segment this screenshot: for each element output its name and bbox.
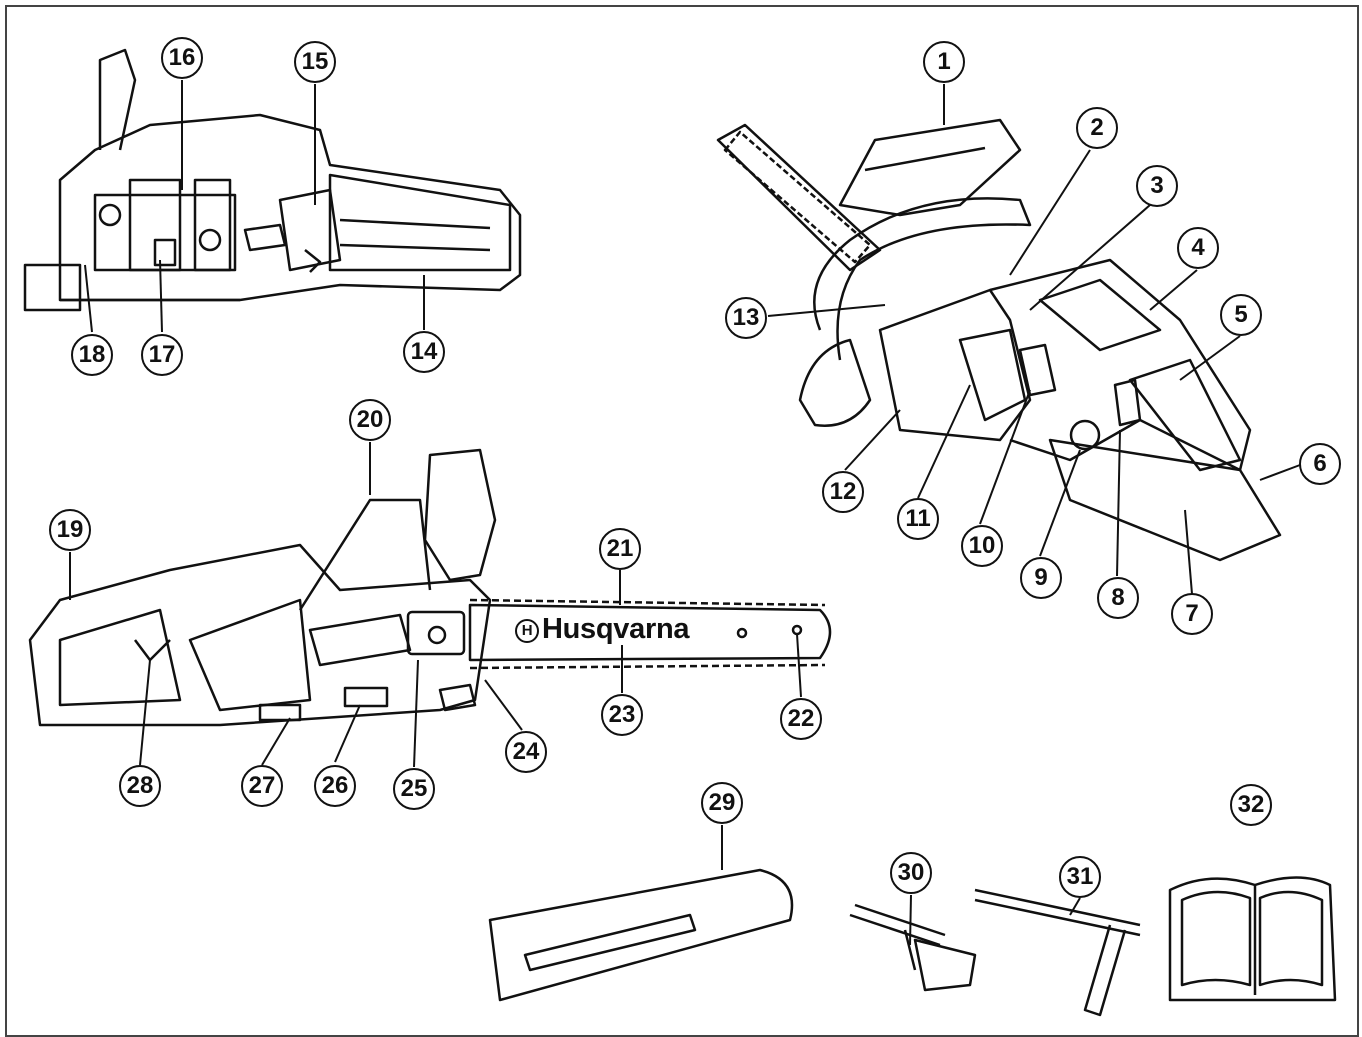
callout-13: 13 (725, 297, 767, 339)
saw-side-view (28, 448, 832, 727)
callout-17: 17 (141, 334, 183, 376)
operator-manual (1168, 876, 1337, 1002)
callout-31: 31 (1059, 856, 1101, 898)
brand-label: Husqvarna (542, 613, 690, 645)
bar-guard (488, 868, 794, 1002)
saw-side-view-cover-off (23, 48, 522, 312)
callout-18: 18 (71, 334, 113, 376)
combination-spanner (849, 903, 946, 947)
callout-32: 32 (1230, 784, 1272, 826)
callout-30: 30 (890, 852, 932, 894)
callout-20: 20 (349, 399, 391, 441)
callout-28: 28 (119, 765, 161, 807)
callout-14: 14 (403, 331, 445, 373)
callout-26: 26 (314, 765, 356, 807)
brand-crown-icon: H (515, 619, 539, 643)
callout-5: 5 (1220, 294, 1262, 336)
callout-25: 25 (393, 768, 435, 810)
callout-9: 9 (1020, 557, 1062, 599)
saw-perspective-view (716, 118, 1282, 562)
callout-3: 3 (1136, 165, 1178, 207)
frame-border (5, 5, 1359, 1037)
t-wrench (974, 888, 1141, 937)
callout-10: 10 (961, 525, 1003, 567)
callout-24: 24 (505, 731, 547, 773)
callout-1: 1 (923, 41, 965, 83)
callout-29: 29 (701, 782, 743, 824)
leader-lines (69, 80, 1301, 946)
callout-12: 12 (822, 471, 864, 513)
callout-8: 8 (1097, 577, 1139, 619)
callout-22: 22 (780, 698, 822, 740)
callout-27: 27 (241, 765, 283, 807)
callout-21: 21 (599, 528, 641, 570)
callout-11: 11 (897, 498, 939, 540)
callout-2: 2 (1076, 107, 1118, 149)
callout-4: 4 (1177, 227, 1219, 269)
callout-23: 23 (601, 694, 643, 736)
callout-7: 7 (1171, 593, 1213, 635)
accessories (488, 868, 1337, 1017)
callout-15: 15 (294, 41, 336, 83)
callout-16: 16 (161, 37, 203, 79)
callout-6: 6 (1299, 443, 1341, 485)
callout-19: 19 (49, 509, 91, 551)
